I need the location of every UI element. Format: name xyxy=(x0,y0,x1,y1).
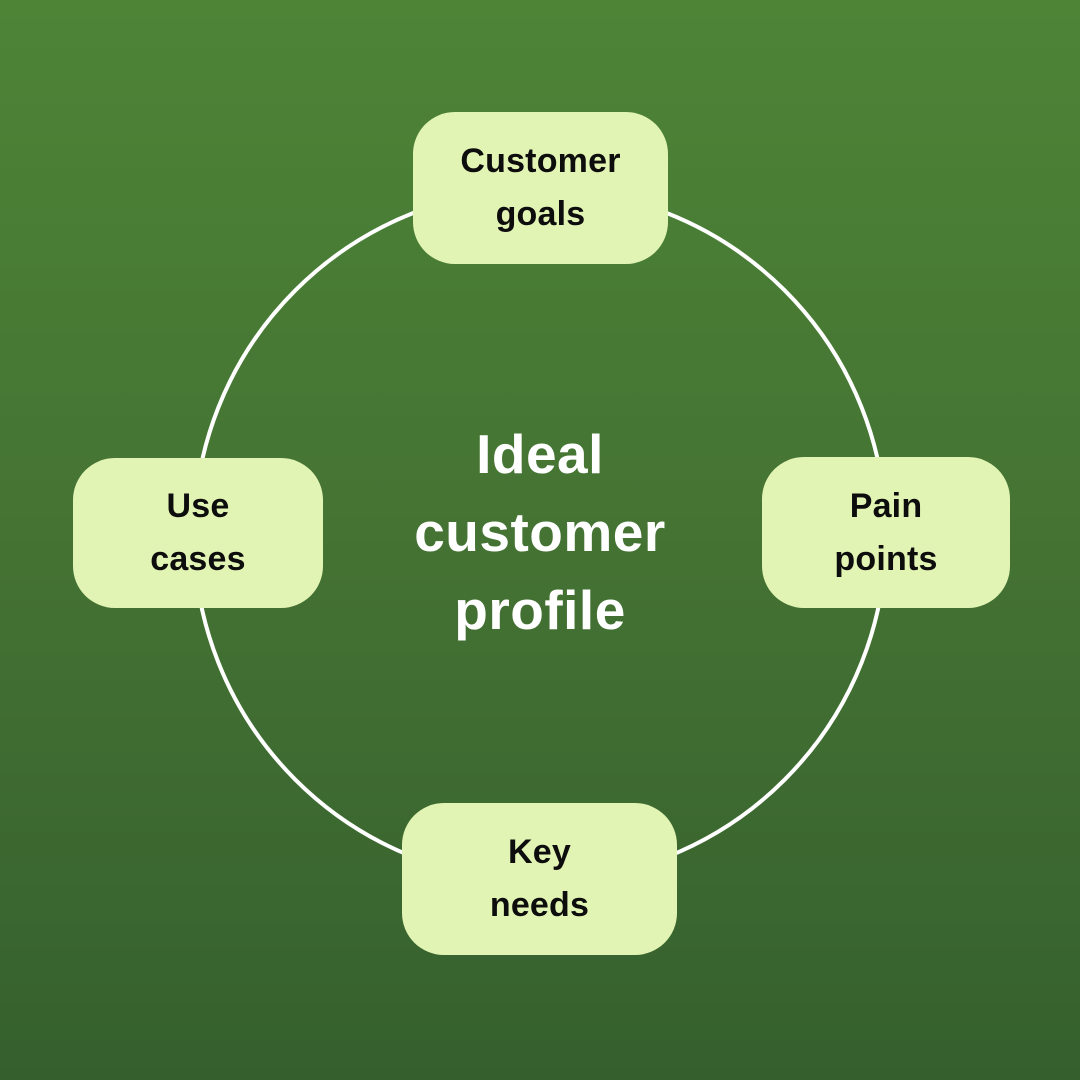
node-pain-points-line2: points xyxy=(834,539,938,578)
diagram-title-line1: Ideal xyxy=(476,423,604,485)
node-pain-points-line1: Pain xyxy=(849,486,923,525)
diagram-title: Ideal customer profile xyxy=(0,415,1080,649)
node-use-cases-line2: cases xyxy=(150,540,246,578)
node-use-cases-line1: Use xyxy=(166,487,230,525)
diagram-title-line3: profile xyxy=(454,579,626,641)
node-customer-goals-line2: goals xyxy=(495,195,586,233)
node-customer-goals: Customer goals xyxy=(413,112,668,264)
node-customer-goals-line1: Customer xyxy=(460,142,621,180)
node-use-cases: Use cases xyxy=(73,458,323,608)
node-key-needs-line1: Key xyxy=(508,833,571,871)
node-key-needs: Key needs xyxy=(402,803,677,955)
diagram-title-line2: customer xyxy=(414,501,666,563)
node-key-needs-line2: needs xyxy=(489,886,590,924)
node-pain-points: Pain points xyxy=(762,457,1010,608)
